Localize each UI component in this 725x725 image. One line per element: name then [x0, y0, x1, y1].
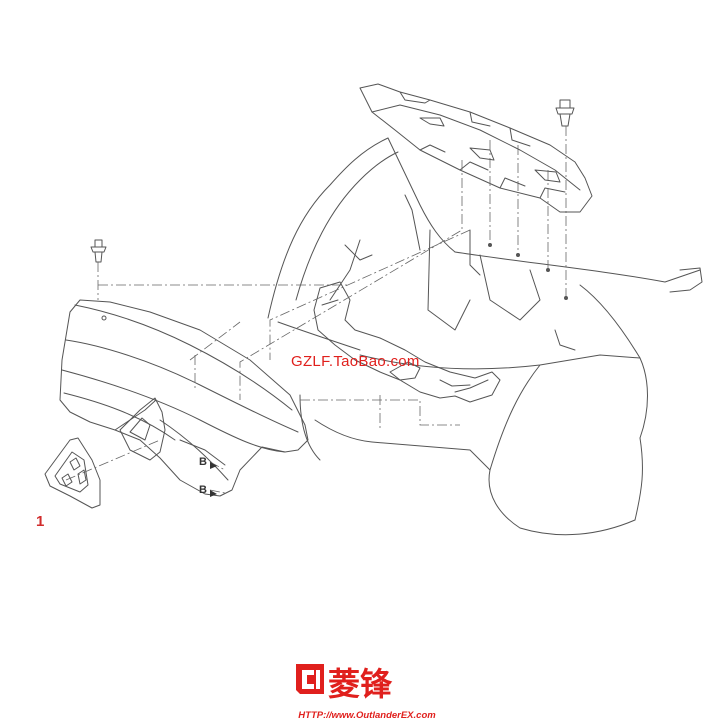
grille-bracket	[313, 281, 501, 403]
clip-b-arrows	[210, 462, 217, 497]
emblem-mount	[119, 397, 166, 461]
clip-fastener-left	[90, 239, 107, 263]
logo-url: HTTP://www.OutlanderEX.com	[298, 710, 436, 721]
logo-brand-svg: 菱锋	[328, 665, 393, 703]
emblem-part-1	[44, 437, 101, 509]
callout-clip-b-lower: B	[199, 484, 207, 496]
radiator-support-cover	[359, 83, 593, 213]
leader-lines	[65, 126, 567, 494]
car-front-body	[267, 137, 703, 536]
watermark-text: GZLF.TaoBao.com	[291, 353, 420, 370]
logo-brand-text: 菱锋	[328, 665, 393, 703]
fastener-points	[488, 243, 568, 300]
brand-logo: 菱锋 HTTP://www.OutlanderEX.com	[292, 660, 442, 722]
front-grille	[59, 299, 309, 497]
logo-mark	[296, 664, 324, 694]
callout-clip-b-upper: B	[199, 456, 207, 468]
callout-part-1: 1	[36, 513, 44, 530]
clip-fastener-right	[555, 99, 575, 127]
